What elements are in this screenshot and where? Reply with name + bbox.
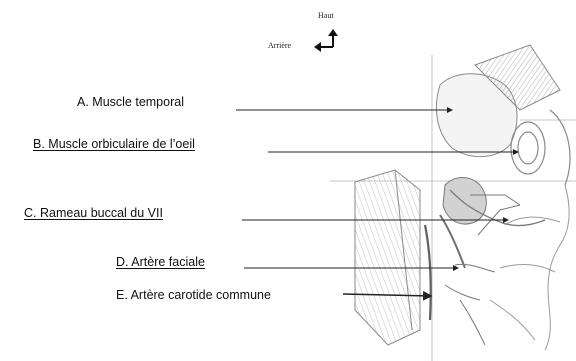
neck-muscle-block [355,170,420,345]
orientation-back-label: Arrière [268,41,291,50]
corner-arrow-up-left-icon [314,29,338,52]
orientation-up-label: Haut [318,11,334,20]
label-temporal-muscle: A. Muscle temporal [77,96,184,109]
label-common-carotid: E. Artère carotide commune [116,289,271,302]
label-facial-artery: D. Artère faciale [116,256,205,269]
label-orbicularis-oculi: B. Muscle orbiculaire de l’oeil [33,138,195,151]
label-buccal-branch: C. Rameau buccal du VII [24,207,163,220]
deep-structures [425,178,545,346]
orbicularis-oculi-shape [511,110,570,185]
temporal-muscle-shape [436,45,560,157]
